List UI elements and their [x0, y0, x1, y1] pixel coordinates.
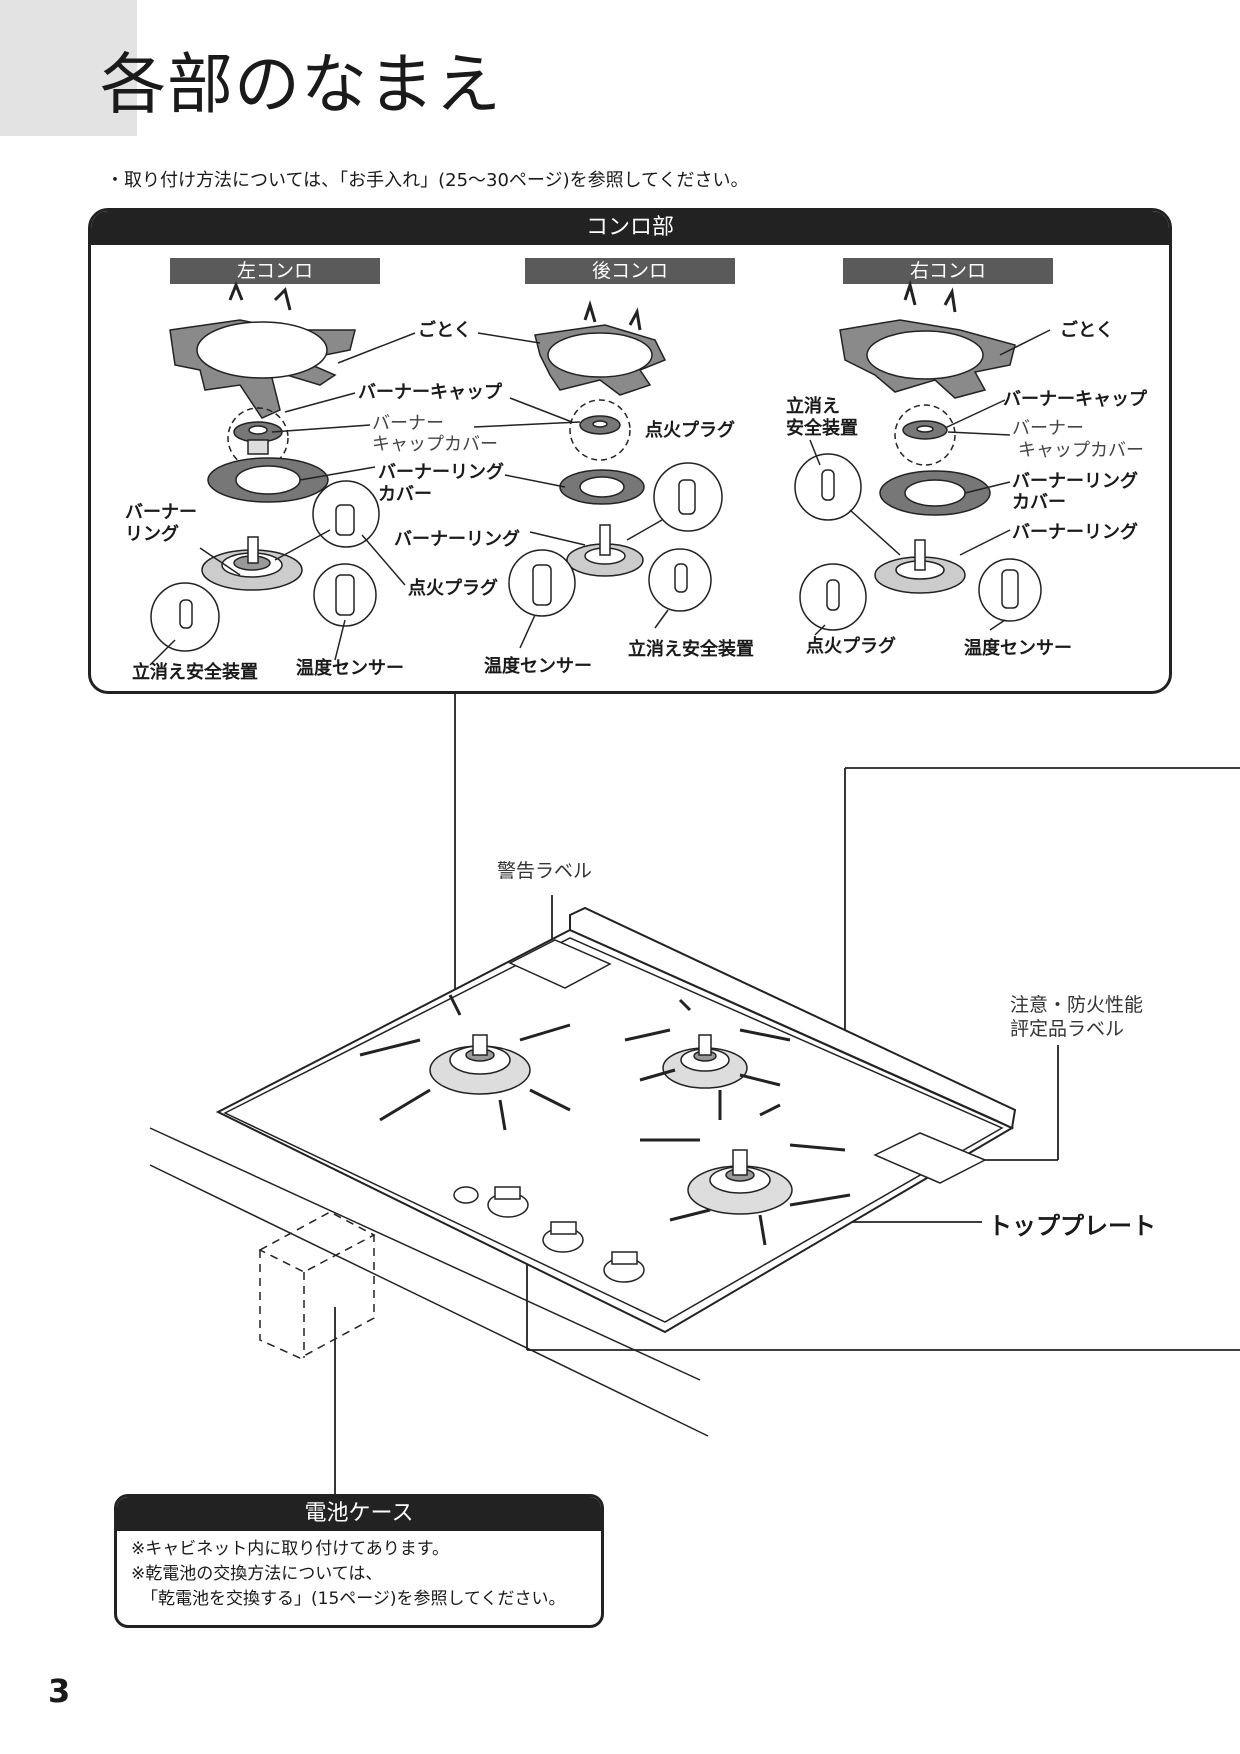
right-sensor-label: 温度センサー	[964, 638, 1072, 659]
rear-igniter-label: 点火プラグ	[645, 420, 735, 441]
left-sensor-label: 温度センサー	[296, 658, 404, 679]
right-cap-cover-label-2: キャップカバー	[1018, 440, 1144, 461]
battery-case-illustration	[258, 1211, 376, 1359]
right-safety-label-2: 安全装置	[786, 418, 858, 439]
rear-burner-title: 後コンロ	[525, 258, 735, 284]
page-tab	[0, 0, 137, 136]
rear-sensor-label: 温度センサー	[484, 656, 592, 677]
page-title: 各部のなまえ	[100, 46, 502, 123]
rear-safety-label: 立消え安全装置	[628, 639, 754, 660]
left-ring-cover-label-2: カバー	[378, 484, 432, 505]
right-burner-title: 右コンロ	[843, 258, 1053, 284]
caution-label-text-1: 注意・防火性能	[1010, 994, 1144, 1016]
right-ring-cover-label-1: バーナーリング	[1012, 471, 1138, 492]
caution-label-text-2: 評定品ラベル	[1010, 1018, 1125, 1040]
left-cap-highlight	[227, 407, 289, 469]
konro-section: コンロ部	[88, 208, 1172, 694]
konro-header: コンロ部	[91, 211, 1169, 245]
left-burner-body	[201, 536, 303, 591]
left-gotoku-label: ごとく	[418, 320, 472, 341]
left-burner-ring-label-1: バーナー	[125, 502, 197, 523]
left-safety-label: 立消え安全装置	[132, 662, 258, 683]
left-burner-title: 左コンロ	[170, 258, 380, 284]
left-burner-cap-label: バーナーキャップ	[358, 382, 502, 403]
left-ring-cover-label-1: バーナーリング	[378, 462, 504, 483]
top-plate-label: トッププレート	[988, 1212, 1156, 1240]
right-gotoku-label: ごとく	[1060, 320, 1114, 341]
battery-note-2: ※乾電池の交換方法については、	[131, 1564, 383, 1584]
battery-case-section: 電池ケース ※キャビネット内に取り付けてあります。 ※乾電池の交換方法については…	[114, 1494, 604, 1628]
rear-gotoku-illustration	[534, 299, 667, 396]
battery-note-3: 「乾電池を交換する」(15ページ)を参照してください。	[141, 1589, 566, 1609]
right-burner-ring-label: バーナーリング	[1012, 522, 1138, 543]
right-ring-cover-label-2: カバー	[1012, 492, 1066, 513]
intro-text: ・取り付け方法については、「お手入れ」(25〜30ページ)を参照してください。	[106, 170, 749, 191]
battery-note-1: ※キャビネット内に取り付けてあります。	[131, 1539, 450, 1559]
battery-header: 電池ケース	[117, 1497, 601, 1531]
left-burner-ring-label-2: リング	[125, 524, 179, 545]
right-gotoku-illustration	[839, 279, 1016, 399]
warning-label-text: 警告ラベル	[497, 860, 593, 882]
right-burner-cap-label: バーナーキャップ	[1003, 389, 1147, 410]
left-gotoku-illustration	[169, 280, 356, 419]
rear-burner-ring-label: バーナーリング	[394, 529, 520, 550]
left-igniter-label: 点火プラグ	[408, 578, 498, 599]
left-cap-cover-label-1: バーナー	[372, 413, 444, 434]
right-safety-label-1: 立消え	[786, 396, 840, 417]
page-number: 3	[48, 1672, 71, 1710]
left-cap-cover-label-2: キャップカバー	[372, 434, 498, 455]
right-cap-cover-label-1: バーナー	[1012, 418, 1084, 439]
right-igniter-label: 点火プラグ	[806, 636, 896, 657]
cooktop-illustration	[215, 906, 1017, 1334]
